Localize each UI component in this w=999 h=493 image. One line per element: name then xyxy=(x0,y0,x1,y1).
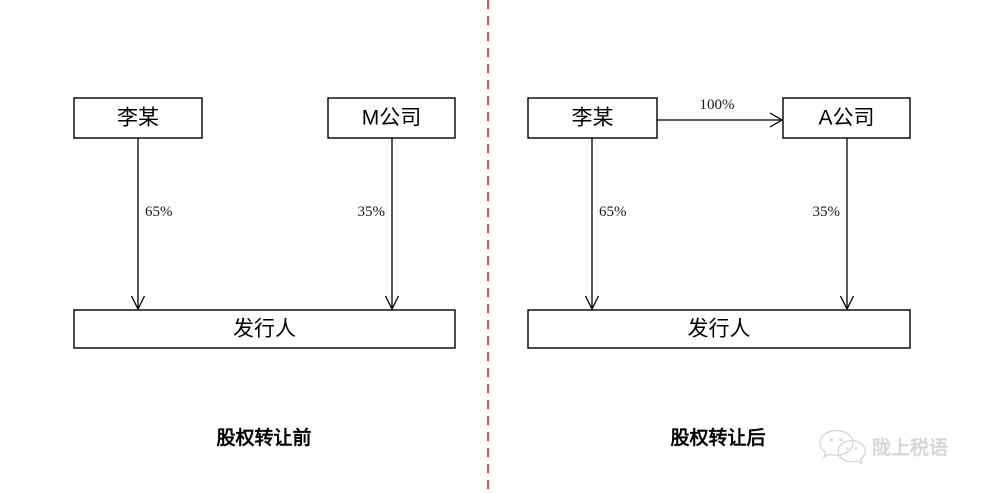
node-issuer-before[interactable]: 发行人 xyxy=(73,309,456,349)
diagram-after-transfer: 李某 A公司 发行人 100% 65% xyxy=(527,97,911,449)
watermark: 陇上税语 xyxy=(819,429,948,465)
watermark-text: 陇上税语 xyxy=(872,436,948,459)
wechat-icon xyxy=(819,429,866,465)
edge-li-to-a-company: 100% xyxy=(657,97,784,128)
node-li-before[interactable]: 李某 xyxy=(73,97,203,139)
node-box-issuer-after xyxy=(527,309,911,349)
diagram-before-transfer: 李某 M公司 发行人 65% 35% xyxy=(73,97,456,449)
node-label-li-before: 李某 xyxy=(117,107,159,130)
node-issuer-after[interactable]: 发行人 xyxy=(527,309,911,349)
edge-label-65-before: 65% xyxy=(145,204,173,220)
node-a-company[interactable]: A公司 xyxy=(782,97,911,139)
node-box-li-before xyxy=(73,97,203,139)
edge-a-to-issuer-after: 35% xyxy=(813,138,855,311)
edge-li-to-issuer-after: 65% xyxy=(584,138,627,311)
node-box-issuer-before xyxy=(73,309,456,349)
caption-after-transfer: 股权转让后 xyxy=(670,426,765,449)
node-label-issuer-before: 发行人 xyxy=(233,318,296,341)
arrowhead-down-65-after xyxy=(584,295,600,311)
edge-m-to-issuer-before: 35% xyxy=(358,138,400,311)
node-label-m-company: M公司 xyxy=(362,107,422,130)
node-label-li-after: 李某 xyxy=(572,107,614,130)
arrowhead-down-65-before xyxy=(130,295,146,311)
edge-label-100: 100% xyxy=(700,97,735,113)
node-box-m-company xyxy=(327,97,456,139)
node-label-a-company: A公司 xyxy=(818,107,874,130)
node-label-issuer-after: 发行人 xyxy=(688,318,751,341)
edge-label-65-after: 65% xyxy=(599,204,627,220)
node-m-company[interactable]: M公司 xyxy=(327,97,456,139)
edge-label-35-before: 35% xyxy=(358,204,386,220)
edge-label-35-after: 35% xyxy=(813,204,841,220)
caption-before-transfer: 股权转让前 xyxy=(216,426,311,449)
node-li-after[interactable]: 李某 xyxy=(527,97,658,139)
arrowhead-right-100 xyxy=(769,112,784,128)
arrowhead-down-35-before xyxy=(384,295,400,311)
arrowhead-down-35-after xyxy=(839,295,855,311)
edge-li-to-issuer-before: 65% xyxy=(130,138,173,311)
